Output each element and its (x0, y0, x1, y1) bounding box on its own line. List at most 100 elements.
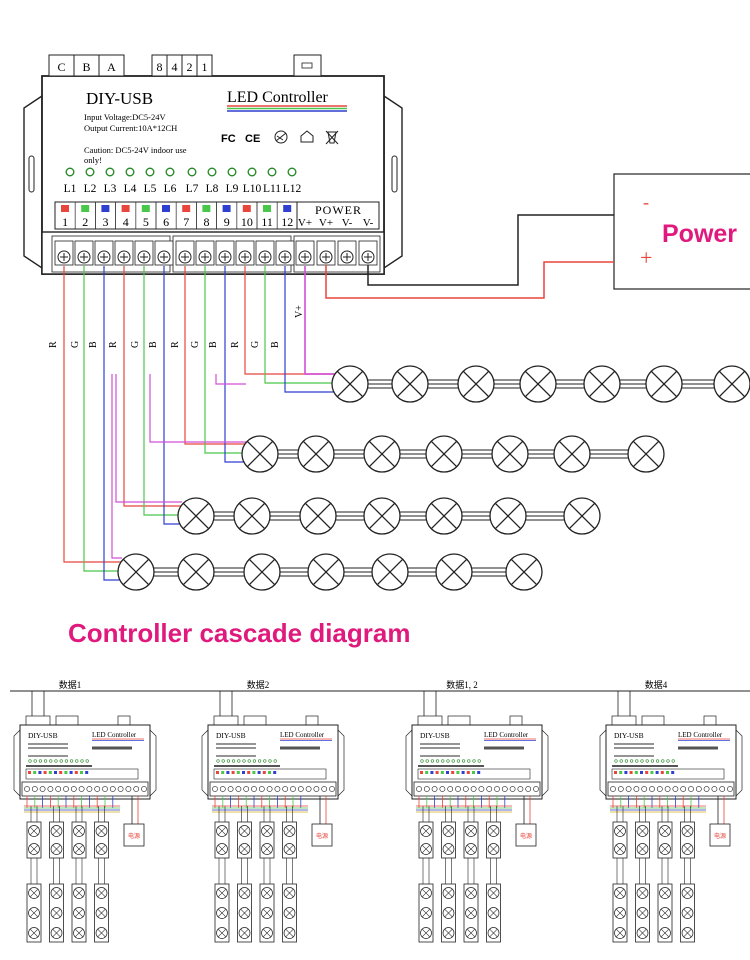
mini-screw-icon (282, 786, 289, 792)
channel-wire (103, 266, 122, 581)
channel-led-label: L6 (164, 183, 177, 195)
mini-power-supply-box (123, 823, 145, 847)
mini-color-swatch (80, 771, 83, 774)
channel-led-indicator-icon (105, 167, 115, 177)
dip-label-4: 4 (172, 60, 178, 74)
indoor-icon (300, 130, 314, 143)
mini-dip-switch (447, 715, 471, 726)
lamp-icon (241, 435, 279, 473)
mini-screw-icon (212, 786, 218, 792)
channel-color-swatch (81, 205, 90, 212)
lamp-icon (363, 435, 401, 473)
mini-color-swatch (435, 771, 439, 774)
channel-number: 3 (103, 215, 109, 229)
channel-led-label: L9 (226, 183, 239, 195)
mini-screw-icon (266, 786, 273, 792)
vplus-branch-wire (111, 374, 122, 559)
lamp-icon (299, 497, 337, 535)
mini-lamp-cross (466, 888, 476, 898)
mini-lamp-cross (262, 928, 272, 938)
mini-color-swatch (69, 771, 73, 774)
wire-color-label: R (48, 341, 59, 348)
mini-screw-icon (258, 786, 265, 792)
caution-line-2: only! (84, 155, 102, 165)
mini-color-swatch (451, 771, 455, 774)
mini-lamp-cross (444, 908, 453, 918)
mini-color-swatch (425, 771, 429, 774)
mini-screw-icon (321, 786, 328, 792)
mini-ear-left (13, 729, 21, 797)
lamp-icon (297, 435, 335, 473)
psu-plus-label: + (640, 245, 652, 270)
mini-screw-icon (688, 786, 694, 792)
lamp-icon (627, 435, 665, 473)
mini-lamp-cross (240, 888, 249, 898)
mini-screw-icon (610, 786, 616, 792)
mini-screw-icon (70, 786, 77, 792)
mini-lamp-cross (683, 888, 692, 898)
mini-ear-left (599, 729, 607, 797)
channel-number: 9 (224, 215, 230, 229)
channel-led-label: L2 (84, 183, 97, 195)
mini-led-icon (446, 759, 450, 763)
mini-terminal-block (607, 781, 735, 797)
spec-voltage: Input Voltage:DC5-24V (84, 112, 166, 122)
lamp-icon (425, 497, 463, 535)
mini-lamp-cross (638, 844, 647, 854)
mini-screw-icon (31, 786, 38, 792)
mini-lamp-cross (444, 844, 453, 854)
mini-lamp-cross (97, 928, 106, 938)
channel-led-label: L3 (104, 183, 117, 195)
mini-led-icon (38, 759, 43, 763)
dip-switch[interactable]: 8 4 2 1 (151, 54, 213, 77)
mini-color-swatch (645, 771, 649, 774)
mini-screw-icon (235, 786, 242, 792)
mini-lamp-cross (217, 908, 227, 918)
mini-led-icon (650, 759, 655, 763)
wire-color-label: G (130, 341, 141, 348)
mini-controller-title: LED Controller (280, 731, 325, 739)
mini-screw-icon (641, 786, 648, 792)
mini-color-swatch (59, 771, 63, 774)
lamp-icon (489, 497, 527, 535)
mini-brand-label: DIY-USB (614, 731, 644, 740)
channel-color-swatch (202, 205, 211, 212)
mini-lamp-cross (615, 844, 625, 854)
mini-usb-port (305, 715, 319, 726)
power-term-vplus-1: V+ (298, 217, 312, 229)
mini-screw-icon (703, 786, 710, 792)
mini-color-swatch (257, 771, 261, 774)
channel-wire (123, 266, 182, 507)
channel-color-swatch (61, 205, 69, 212)
usb-port[interactable] (293, 54, 322, 77)
mini-color-swatch (629, 771, 633, 774)
lamp-icon (583, 365, 621, 403)
wire-color-label: B (88, 341, 99, 348)
mini-led-icon (477, 759, 481, 763)
channel-led-indicator-icon (165, 167, 175, 177)
mini-led-icon (64, 759, 69, 763)
mini-led-icon (645, 759, 649, 763)
mini-lamp-cross (29, 908, 39, 918)
mini-controller-title: LED Controller (92, 731, 137, 739)
lamp-icon (713, 365, 750, 403)
mini-lamp-cross (421, 844, 431, 854)
mini-lamp-cross (29, 928, 39, 938)
mini-lamp-cross (74, 844, 84, 854)
vplus-branch-wire (115, 374, 182, 503)
lamp-icon (177, 497, 215, 535)
channel-number: 11 (261, 215, 273, 229)
mini-power-supply-box (311, 823, 333, 847)
mini-channel-strip (25, 768, 139, 780)
mini-led-icon (85, 759, 89, 763)
mini-lamp-cross (97, 888, 106, 898)
channel-led-label: L5 (144, 183, 157, 195)
mini-screw-icon (439, 786, 446, 792)
mini-led-icon (263, 759, 267, 763)
mini-lamp-cross (421, 908, 431, 918)
lamp-icon (505, 553, 543, 591)
mini-led-icon (231, 759, 236, 763)
